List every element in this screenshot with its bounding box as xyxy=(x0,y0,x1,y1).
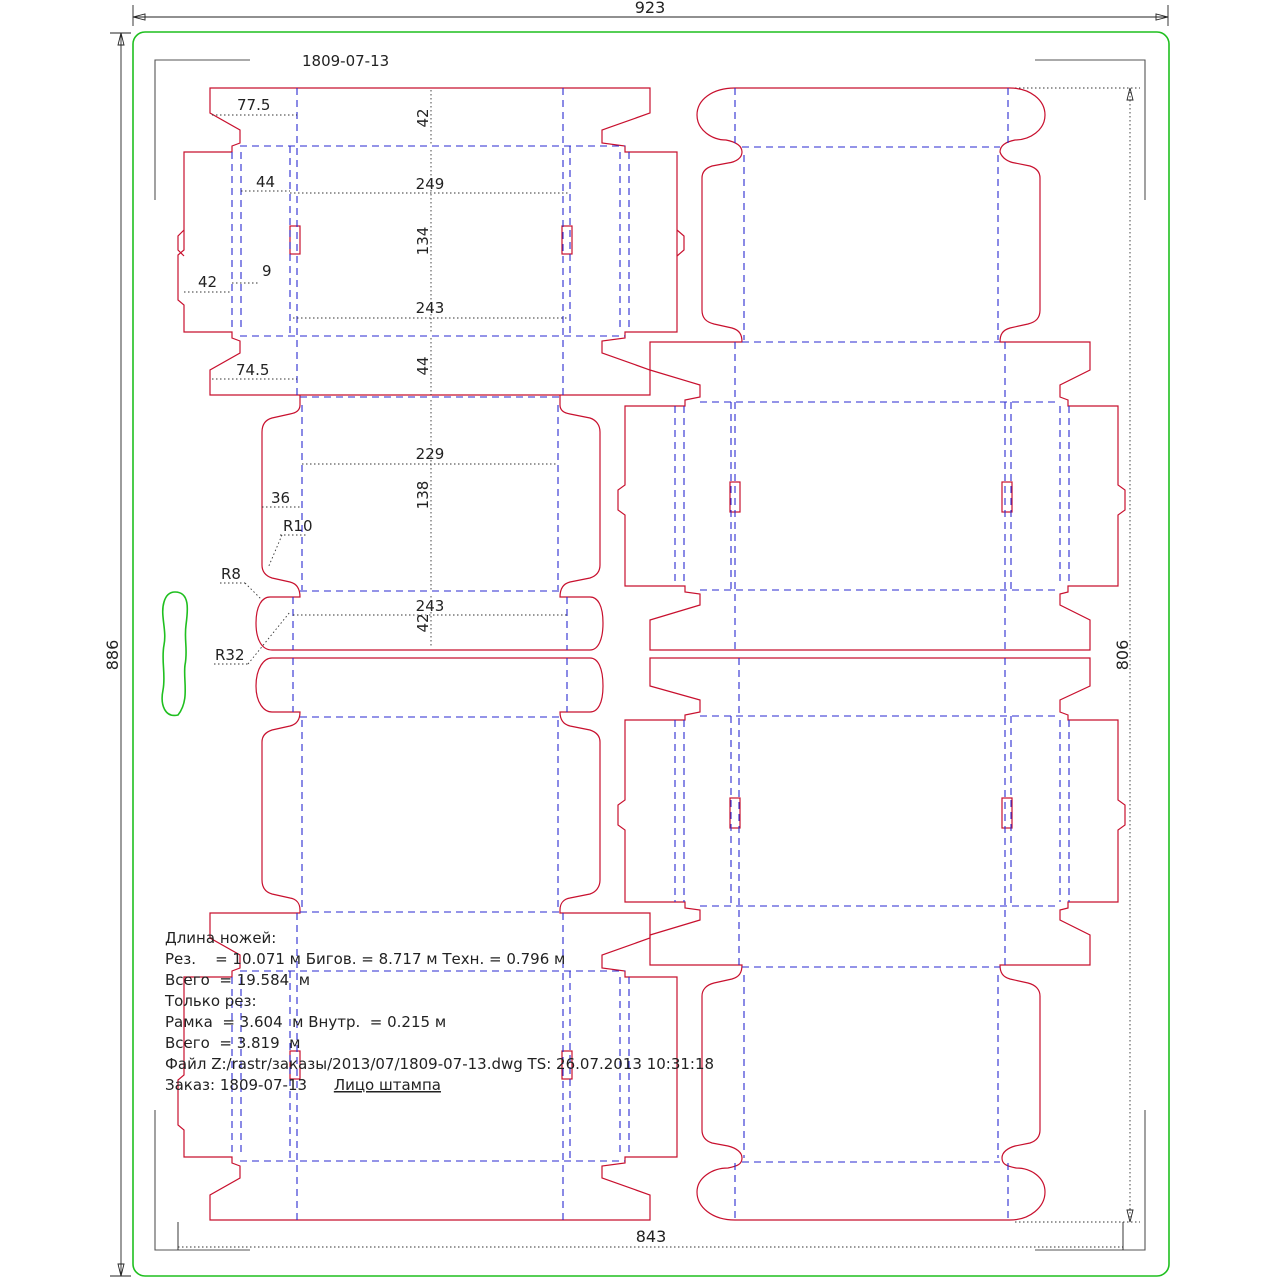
inner-width-label: 843 xyxy=(636,1227,667,1246)
info-line-4: Только рез: xyxy=(164,992,257,1010)
dim-249: 249 xyxy=(416,175,445,193)
dim-42-left: 42 xyxy=(198,273,217,291)
overall-height-label: 886 xyxy=(103,640,122,671)
info-line-5: Рамка = 3.604 м Внутр. = 0.215 м xyxy=(165,1013,446,1031)
dim-243-a: 243 xyxy=(416,299,445,317)
dim-42-top: 42 xyxy=(414,108,432,127)
dim-r10: R10 xyxy=(283,517,313,535)
info-line-8: Заказ: 1809-07-13 Лицо штампа xyxy=(165,1076,441,1094)
blank-right-1 xyxy=(617,87,1126,651)
dim-44-b: 44 xyxy=(414,356,432,375)
corner-marks xyxy=(154,59,1146,1251)
dim-243-b: 243 xyxy=(416,597,445,615)
blank-left-2 xyxy=(255,395,604,651)
order-label: 1809-07-13 xyxy=(302,52,389,70)
overall-width-dimension: 923 xyxy=(132,0,1169,26)
dim-74-5: 74.5 xyxy=(236,361,269,379)
dim-9: 9 xyxy=(262,262,272,280)
order-number-text: Заказ: 1809-07-13 xyxy=(165,1076,307,1094)
info-block: Длина ножей: Рез. = 10.071 м Бигов. = 8.… xyxy=(164,929,714,1094)
blank-left-1 xyxy=(177,87,685,396)
grip-handle xyxy=(161,591,189,717)
sheet-frame xyxy=(132,31,1170,1277)
info-line-2: Рез. = 10.071 м Бигов. = 8.717 м Техн. =… xyxy=(165,950,565,968)
info-line-1: Длина ножей: xyxy=(165,929,276,947)
overall-width-label: 923 xyxy=(635,0,666,17)
inner-height-label: 806 xyxy=(1113,640,1132,671)
blank-right-2 xyxy=(617,657,1126,1221)
dim-44-a: 44 xyxy=(256,173,275,191)
dim-r8: R8 xyxy=(221,565,241,583)
inner-height-dimension: 806 xyxy=(1015,87,1140,1223)
dim-77-5: 77.5 xyxy=(237,96,270,114)
overall-height-dimension: 886 xyxy=(103,32,131,1277)
info-line-3: Всего = 19.584 м xyxy=(165,971,310,989)
stamp-face-link[interactable]: Лицо штампа xyxy=(334,1076,441,1094)
dim-42-b: 42 xyxy=(414,613,432,632)
dimension-annotations: 77.5 42 44 249 134 42 9 243 74.5 44 229 … xyxy=(184,90,570,665)
dim-138: 138 xyxy=(414,481,432,510)
blank-left-3 xyxy=(177,657,678,1221)
dim-229: 229 xyxy=(416,445,445,463)
dim-134: 134 xyxy=(414,227,432,256)
info-line-7: Файл Z:/rastr/заказы/2013/07/1809-07-13.… xyxy=(165,1055,714,1073)
inner-width-dimension: 843 xyxy=(177,1222,1124,1250)
info-line-6: Всего = 3.819 м xyxy=(165,1034,301,1052)
dim-36: 36 xyxy=(271,489,290,507)
dim-r32: R32 xyxy=(215,646,245,664)
